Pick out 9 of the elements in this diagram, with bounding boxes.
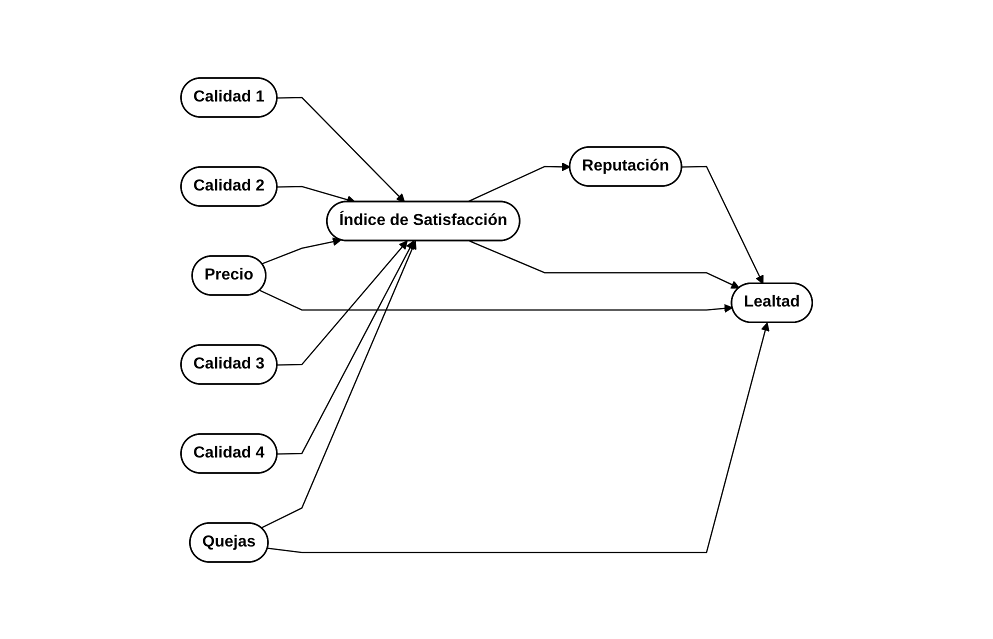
- arrow: [260, 289, 733, 312]
- arrow: [260, 240, 416, 528]
- arrow: [469, 240, 740, 288]
- arrow: [682, 165, 764, 284]
- arrow: [277, 96, 405, 202]
- arrow: [277, 240, 414, 454]
- arrow: [268, 322, 770, 553]
- arrow: [262, 236, 342, 264]
- arrow: [277, 240, 408, 366]
